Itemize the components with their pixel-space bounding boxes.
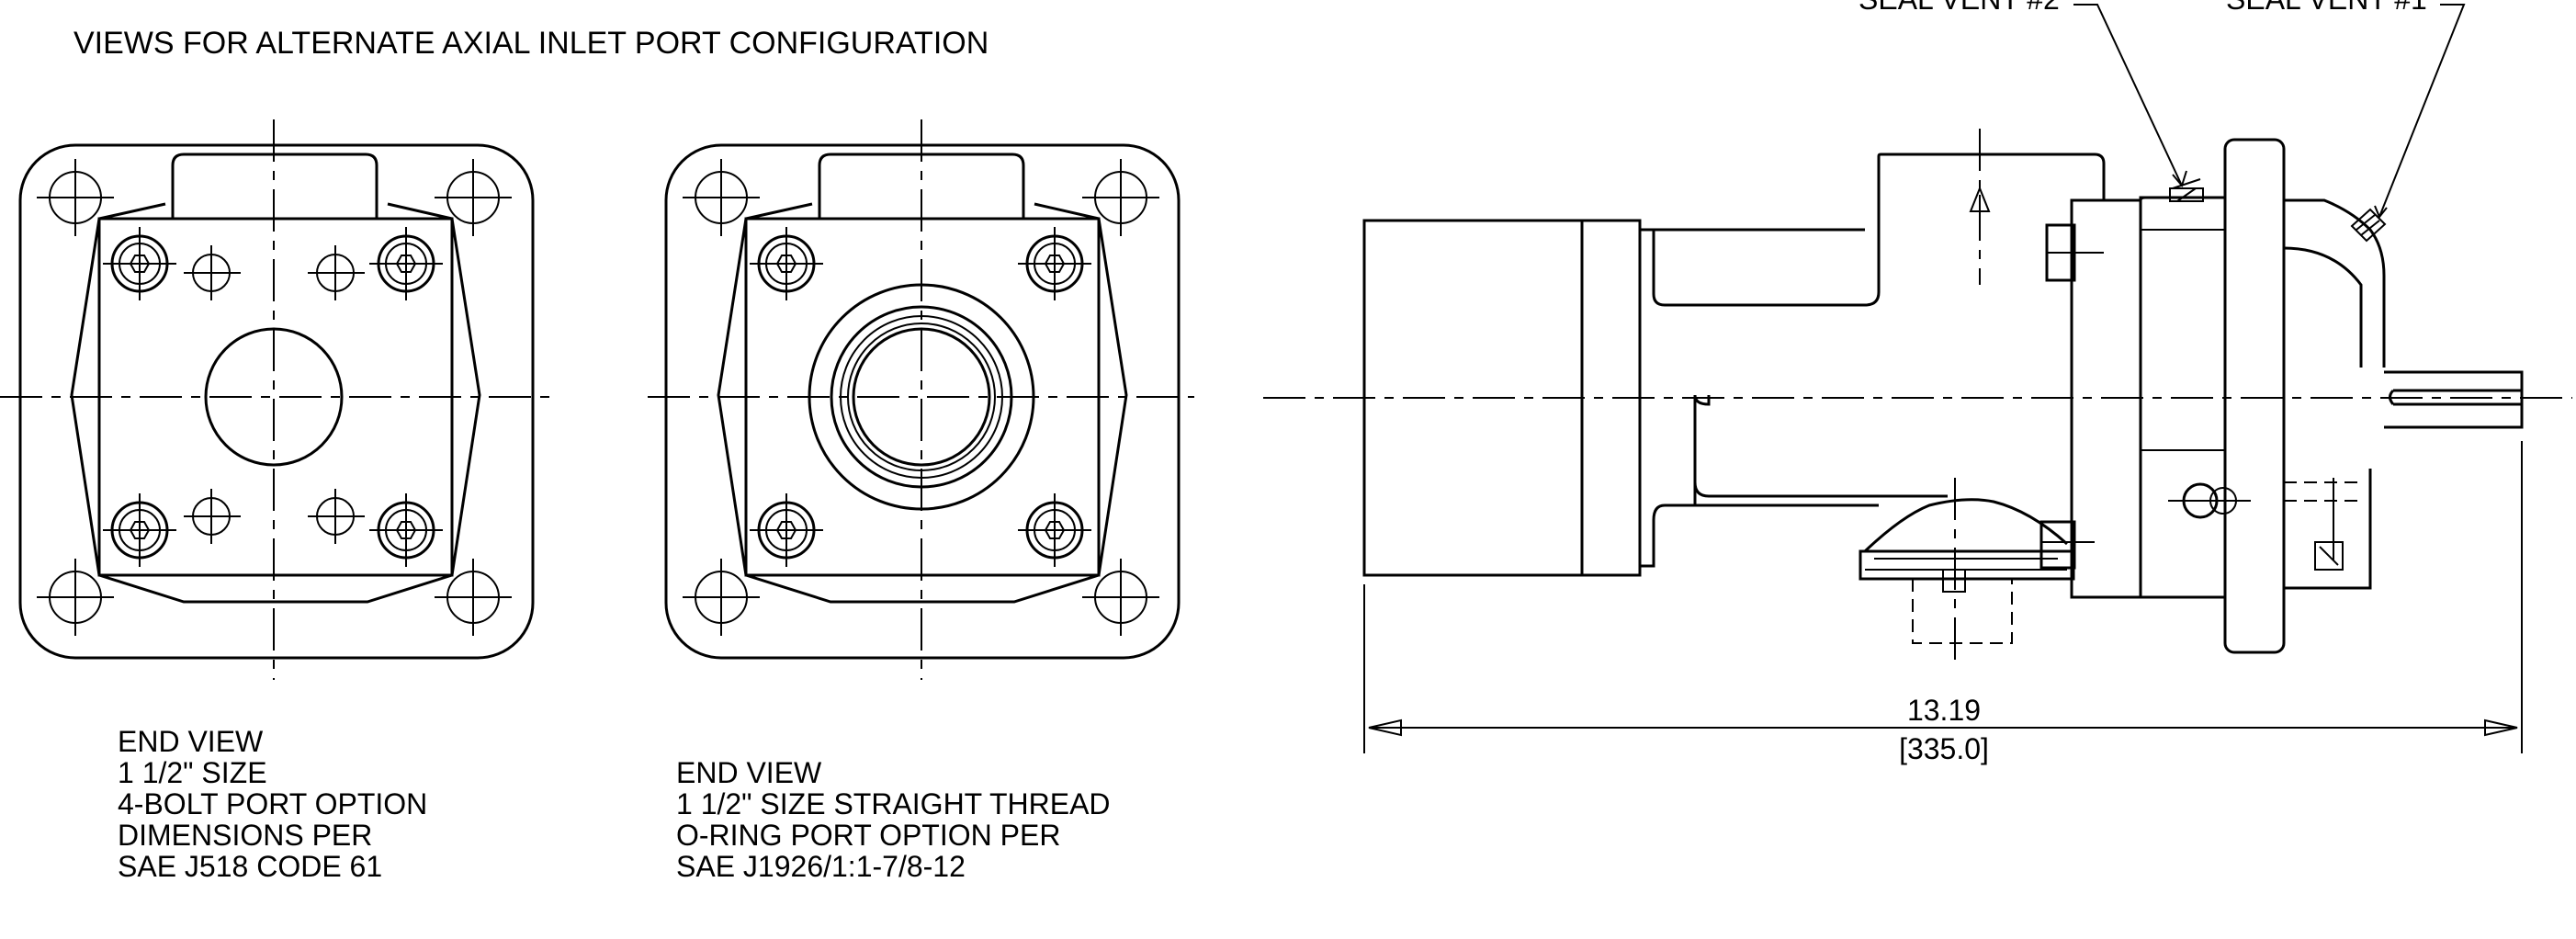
length-mm: [335.0] xyxy=(1899,732,1989,765)
flow-arrow-icon xyxy=(1969,186,1991,230)
seal-vent-1-leader xyxy=(2378,4,2466,218)
seal-vent-2-leader xyxy=(2073,4,2183,187)
bearing-cap xyxy=(2284,198,2386,368)
housing-top xyxy=(1640,153,2141,307)
seal-vent-2-fitting xyxy=(2169,187,2204,202)
note-line: O-RING PORT OPTION PER xyxy=(676,819,1060,852)
note-line: SAE J518 CODE 61 xyxy=(118,850,382,883)
note-line: SAE J1926/1:1-7/8-12 xyxy=(676,850,966,883)
flange-bolts xyxy=(103,227,443,567)
end-view-4-bolt-note: END VIEW 1 1/2" SIZE 4-BOLT PORT OPTION … xyxy=(118,725,427,883)
seal-vent-callouts: SEAL VENT #2 SEAL VENT #1 xyxy=(1859,0,2466,219)
seal-vent-2-label: SEAL VENT #2 xyxy=(1859,0,2060,16)
note-line: END VIEW xyxy=(676,756,822,789)
overall-length-dimension: 13.19 [335.0] xyxy=(1363,441,2523,765)
note-line: 4-BOLT PORT OPTION xyxy=(118,787,427,820)
drawing-title: VIEWS FOR ALTERNATE AXIAL INLET PORT CON… xyxy=(73,26,989,61)
tapped-holes xyxy=(184,245,365,544)
note-line: END VIEW xyxy=(118,725,264,758)
flange-bolts xyxy=(750,227,1091,567)
note-line: 1 1/2" SIZE xyxy=(118,756,267,789)
mount-holes xyxy=(683,159,1159,636)
flange-outline xyxy=(18,143,535,660)
motor-can xyxy=(1362,219,1642,577)
mounting-flange xyxy=(2223,138,2286,654)
body-sides xyxy=(70,218,481,576)
note-line: 1 1/2" SIZE STRAIGHT THREAD xyxy=(676,787,1111,820)
length-inch: 13.19 xyxy=(1907,694,1981,727)
body-sides xyxy=(717,218,1128,576)
shaft xyxy=(2384,370,2524,429)
note-line: DIMENSIONS PER xyxy=(118,819,372,852)
end-view-4-bolt xyxy=(0,119,551,680)
end-view-o-ring xyxy=(648,119,1194,680)
seal-housing xyxy=(2070,198,2142,599)
lower-housing xyxy=(1863,498,2069,553)
end-view-o-ring-note: END VIEW 1 1/2" SIZE STRAIGHT THREAD O-R… xyxy=(676,756,1111,883)
side-view xyxy=(1263,129,2572,662)
seal-vent-1-label: SEAL VENT #1 xyxy=(2226,0,2427,16)
mount-holes xyxy=(37,159,512,636)
